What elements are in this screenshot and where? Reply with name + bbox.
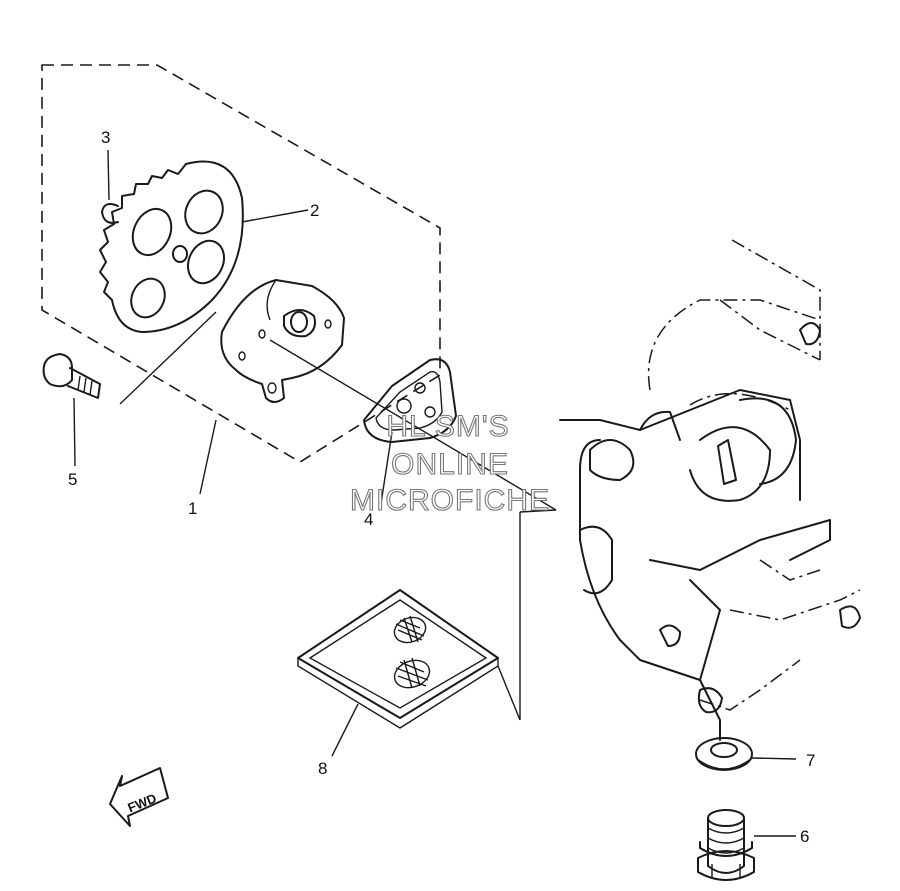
assembly-boundary-dashed <box>41 64 441 463</box>
watermark-line-2: ONLINE <box>391 448 509 481</box>
callout-3: 3 <box>101 128 110 147</box>
bolt <box>42 353 101 467</box>
oil-pump-body <box>220 279 345 403</box>
callout-2: 2 <box>310 201 319 220</box>
oil-pump-driven-gear <box>99 160 244 333</box>
washer <box>695 737 797 771</box>
watermark-line-1: HL SM'S <box>386 410 509 443</box>
callout-6: 6 <box>800 827 809 846</box>
circlip <box>101 149 119 224</box>
alignment-lines <box>119 209 557 757</box>
callout-4: 4 <box>364 510 373 529</box>
watermark: HL SM'S ONLINE MICROFICHE <box>349 409 550 517</box>
crankcase-context <box>559 239 861 741</box>
fwd-direction-arrow: FWD <box>109 767 169 827</box>
watermark-line-3: MICROFICHE <box>350 484 550 517</box>
callout-1: 1 <box>188 499 197 518</box>
strainer-mesh-lower <box>393 657 431 689</box>
gasket <box>363 358 457 443</box>
drain-bolt <box>697 809 796 881</box>
fwd-label: FWD <box>126 790 159 815</box>
callout-5: 5 <box>68 470 77 489</box>
strainer-mesh-upper <box>393 615 427 644</box>
callout-7: 7 <box>806 751 815 770</box>
callout-8: 8 <box>318 759 327 778</box>
oil-strainer <box>297 589 499 729</box>
